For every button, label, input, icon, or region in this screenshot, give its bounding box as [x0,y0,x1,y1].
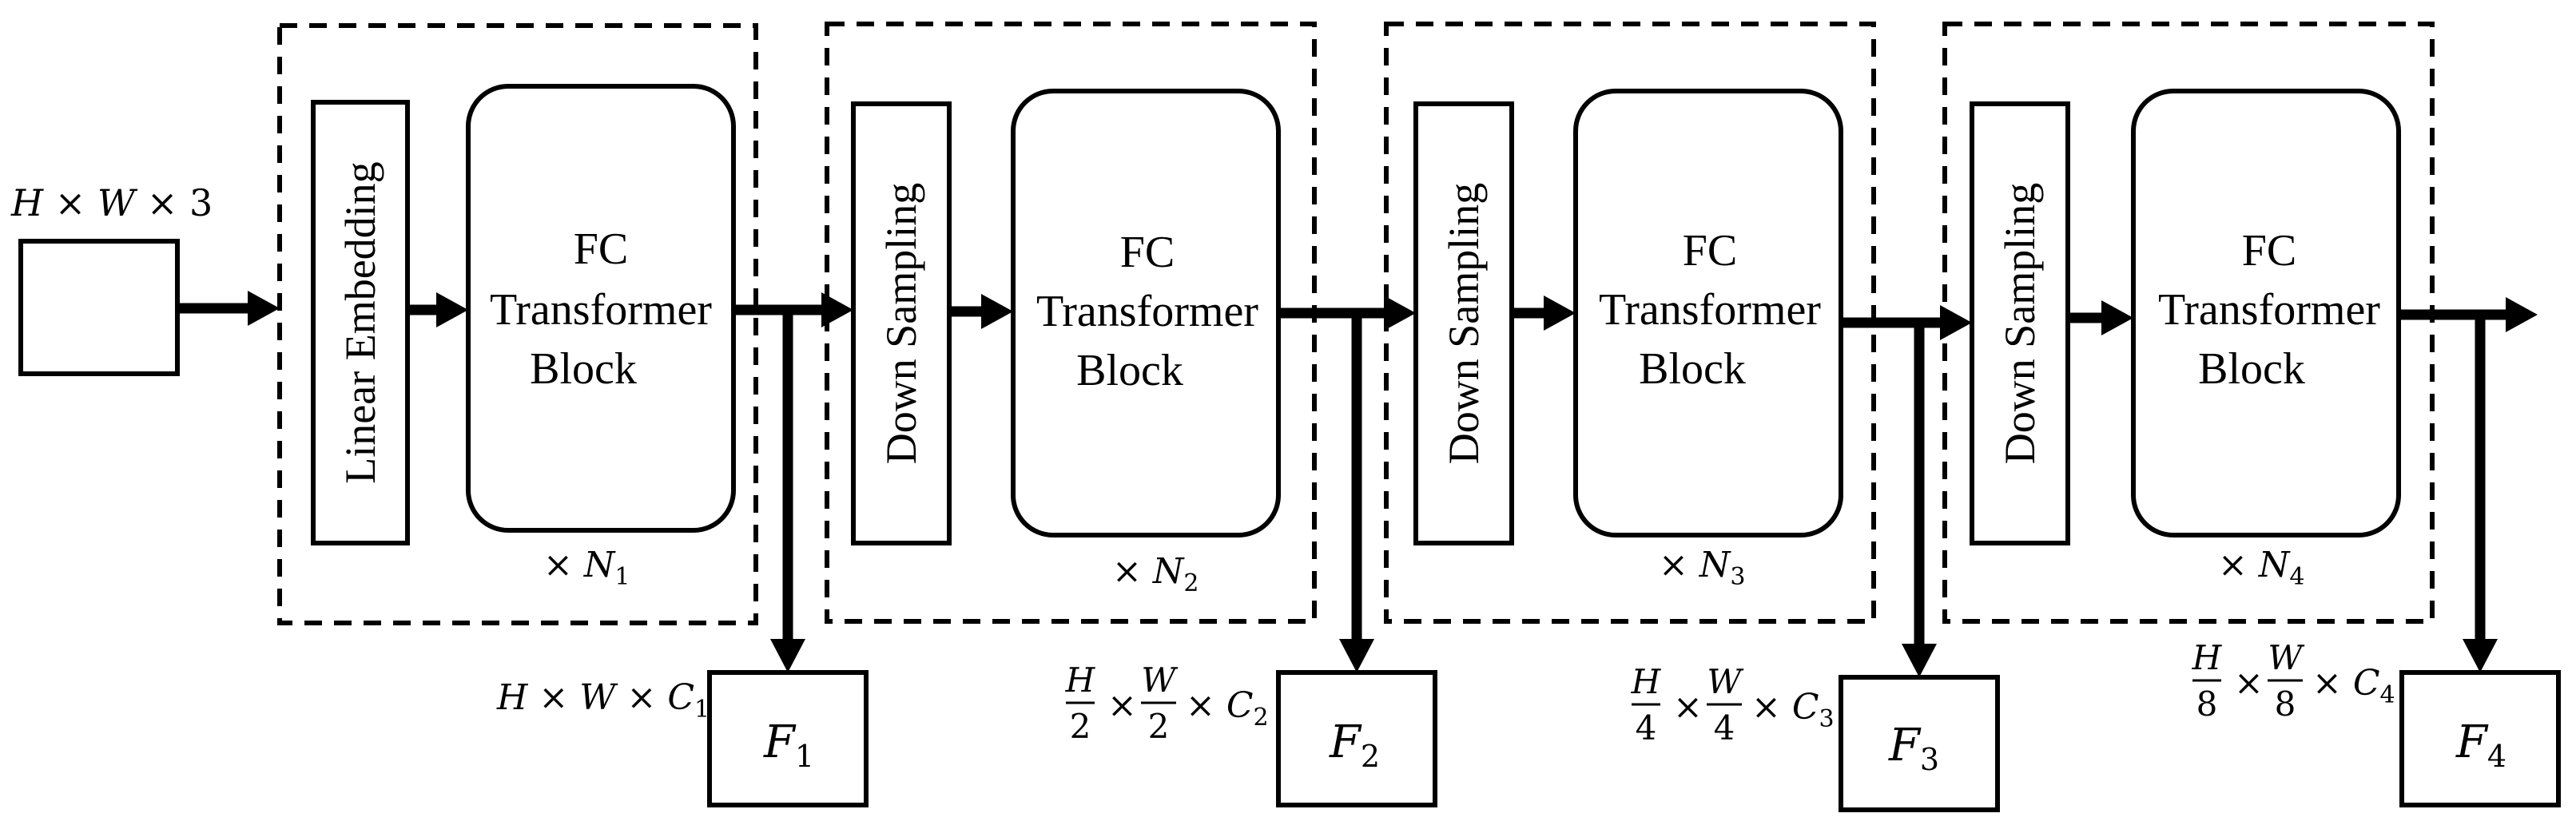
svg-text:2: 2 [1148,707,1170,746]
repeat-label-2: × N2 [1112,551,1199,597]
shape-label-f4: H 8 × W 8 × C4 [2192,638,2395,724]
svg-text:× C4: × C4 [2312,663,2395,709]
svg-text:8: 8 [2196,684,2218,724]
svg-text:×: × [1673,687,1703,728]
feature-label-f1: F1 [763,716,814,774]
block-4-line-3: Block [2198,344,2305,394]
feature-label-f3: F3 [1888,720,1939,777]
repeat-label-1: × N1 [543,545,630,591]
input-image-box [18,239,180,376]
stage-1-group [277,23,758,625]
svg-text:4: 4 [1636,708,1657,748]
svg-text:W: W [1707,662,1744,701]
block-2-line-1: FC [1120,228,1175,277]
svg-text:H: H [2192,638,2223,677]
feature-box-f3 [1839,675,2000,812]
svg-text:×: × [1107,685,1137,726]
linear-embedding-label: Linear Embedding [336,161,384,483]
svg-text:8: 8 [2275,684,2296,724]
down-sampling-label-1: Down Sampling [877,183,925,465]
down-sampling-box-3 [1970,101,2070,545]
svg-text:2: 2 [1070,707,1091,746]
block-2-line-2: Transformer [1036,287,1258,336]
output-arrows [770,310,2498,677]
shape-label-f2: H 2 × W 2 × C2 [1065,660,1269,746]
input-shape-label: H × W × 3 [10,181,213,224]
svg-text:W: W [2268,638,2305,677]
feature-label-f2: F2 [1329,716,1380,774]
block-3-line-2: Transformer [1599,285,1821,335]
shape-label-f1: H × W × C1 [496,677,710,724]
block-1-line-2: Transformer [490,285,712,335]
svg-text:H: H [1065,660,1096,700]
svg-text:W: W [1141,660,1179,700]
svg-text:4: 4 [1714,708,1735,748]
svg-text:×: × [2234,663,2264,704]
block-3-line-3: Block [1639,344,1746,394]
block-4-line-2: Transformer [2158,285,2380,335]
down-sampling-box-1 [851,101,952,545]
feature-box-f2 [1276,670,1437,807]
block-3-line-1: FC [1683,226,1738,276]
flow-arrows [177,291,2538,340]
shape-label-f3: H 4 × W 4 × C3 [1631,662,1835,748]
repeat-label-4: × N4 [2218,545,2304,591]
down-sampling-label-3: Down Sampling [1996,183,2044,465]
block-1-line-1: FC [574,224,629,274]
block-1-line-3: Block [530,344,637,394]
feature-label-f4: F4 [2455,716,2506,774]
block-2-line-3: Block [1076,346,1183,395]
linear-embedding-box [311,100,410,545]
block-4-line-1: FC [2242,226,2297,276]
feature-box-f1 [707,670,869,807]
down-sampling-label-2: Down Sampling [1440,183,1488,465]
svg-text:× C3: × C3 [1751,687,1835,733]
down-sampling-box-2 [1413,101,1514,545]
svg-text:× C2: × C2 [1186,685,1269,732]
repeat-label-3: × N3 [1659,545,1745,591]
svg-text:H: H [1631,662,1662,701]
